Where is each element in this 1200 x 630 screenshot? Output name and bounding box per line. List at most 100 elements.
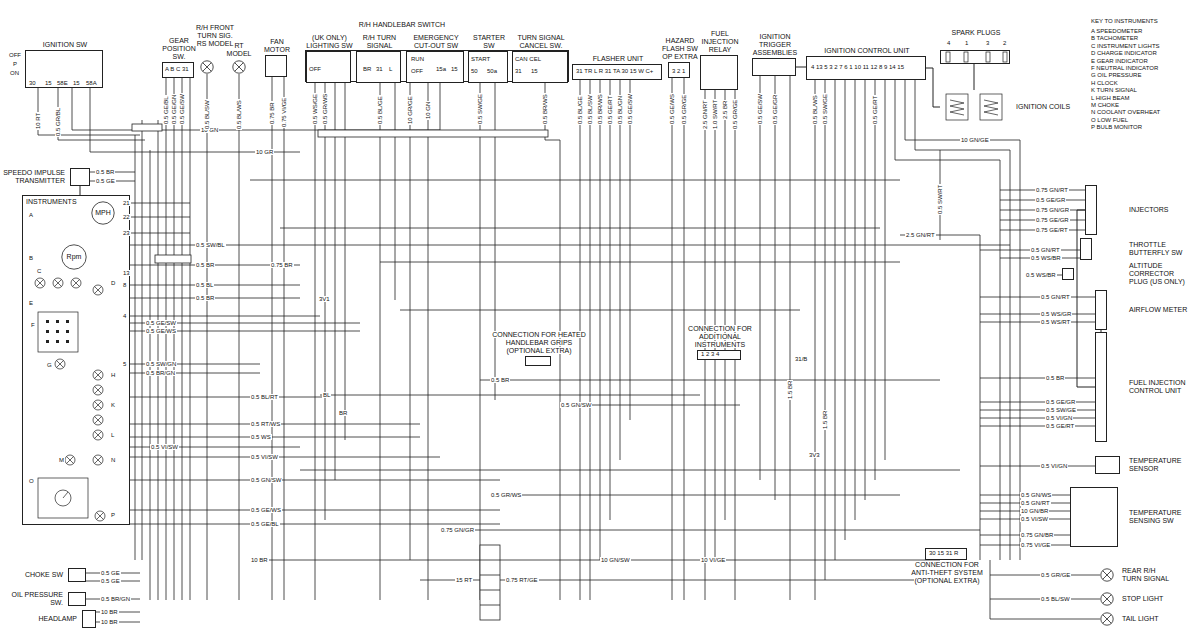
component-connector: FUEL INJECTION RELAY <box>700 55 738 90</box>
component-connector: CONNECTION FOR HEATED HANDLEBAR GRIPS (O… <box>525 356 551 366</box>
bulb-outline <box>1100 612 1114 626</box>
wire-label: P BULB MONITOR <box>1090 124 1143 130</box>
wire-label: 21 <box>122 200 131 206</box>
wire-label: 0.75 BR <box>269 101 275 125</box>
wire-label: RUN <box>410 56 425 62</box>
bulb-symbol: REAR R/H TURN SIGNAL <box>1100 568 1114 582</box>
wire-label: B TACHOMETER <box>1090 35 1139 41</box>
wire-label: 58A <box>85 80 98 86</box>
component-name: INSTRUMENTS <box>26 198 77 205</box>
heading-slot: STOP LIGHT <box>1122 595 1163 603</box>
bulb-symbol: R/H FRONT TURN SIG. RS MODEL <box>200 60 214 74</box>
bulb-symbol: RT MODEL <box>232 60 246 74</box>
component-name: IGNITION CONTROL UNIT <box>824 47 909 54</box>
component-name: TEMPERATURE SENSOR <box>1129 457 1181 472</box>
heading-slot: GEAR POSITION SW. <box>161 37 197 61</box>
component-name: AIRFLOW METER <box>1129 306 1187 313</box>
wire-label: 0.5 GE <box>100 570 121 576</box>
wire-label: N COOLANT OVERHEAT <box>1090 109 1161 115</box>
wire-connector <box>926 68 940 107</box>
component-name: THROTTLE BUTTERFLY SW <box>1129 241 1182 256</box>
bulb-outline <box>1100 568 1114 582</box>
wire-label: 1.0 SW/RT <box>712 99 718 130</box>
wire-label: 10 GN/SW <box>600 557 631 563</box>
component-name: HAZARD FLASH SW OP EXTRA <box>662 37 698 60</box>
component-connector: FUEL INJECTION CONTROL UNIT <box>1095 332 1107 442</box>
bulb-symbol: STOP LIGHT <box>1100 592 1114 606</box>
wire-label: 0.5 GE/SW <box>179 93 185 125</box>
wire-label: 15 <box>72 80 81 86</box>
wire-label: 0.75 GE/RT <box>1035 227 1069 233</box>
component-name: R/H TURN SIGNAL <box>363 34 396 49</box>
wire-label: 0.5 WS/RT <box>1040 319 1071 325</box>
wire-label: 0.5 GE/WS <box>669 93 675 125</box>
wire-label: L <box>388 66 393 72</box>
component-connector: AIRFLOW METER <box>1095 290 1107 330</box>
wire-label: A <box>28 212 34 218</box>
outline-circle <box>1101 613 1113 625</box>
wire-label: 0.5 BR/GN <box>145 370 176 376</box>
wire-label: D <box>110 280 116 286</box>
component-name: FUEL INJECTION CONTROL UNIT <box>1129 379 1186 394</box>
wire-label: P <box>12 61 18 67</box>
component-connector: FAN MOTOR <box>265 55 287 77</box>
wire-label: G <box>46 362 53 368</box>
wire-label: 10 GR <box>255 149 274 155</box>
wire-label: 0.5 GN/RT <box>1030 247 1061 253</box>
component-name: IGNITION TRIGGER ASSEMBLIES <box>753 33 797 56</box>
wire-label: KEY TO INSTRUMENTS <box>1090 18 1159 24</box>
wire-label: 0.5 BL/SW <box>587 94 593 125</box>
heading-slot: IGNITION TRIGGER ASSEMBLIES <box>750 33 800 57</box>
component-name: OIL PRESSURE SW. <box>12 591 63 606</box>
wire-label: 0.5 SW/GE <box>822 93 828 125</box>
wire-label: OFF <box>8 52 22 58</box>
wire-label: 0.5 BL/WS <box>236 99 242 130</box>
outline-circle <box>92 202 114 224</box>
heading-slot: TURN SIGNAL CANCEL SW. <box>514 34 568 50</box>
outline-circle <box>233 61 245 73</box>
wire-label: 0.5 BL/GE <box>577 95 583 125</box>
wire-label: 10 GN/GE <box>960 137 990 143</box>
bulb-cross <box>1103 571 1112 580</box>
wire-label: 0.75 VI/GE <box>281 97 287 128</box>
component-name: RT MODEL <box>227 42 252 57</box>
component-connector: CHOKE SW <box>68 568 86 582</box>
wire-label: 0.5 GN/SW <box>250 477 282 483</box>
outline-circle <box>201 61 213 73</box>
wire-label: 15 <box>450 66 459 72</box>
wire-label: BL <box>322 392 331 398</box>
wire-label: 10 GN/BR <box>1020 508 1049 514</box>
wire-label: M <box>58 457 65 463</box>
wire-label: 0.5 GN/RT <box>1020 500 1051 506</box>
component-name: HEADLAMP <box>38 615 77 622</box>
bulb-outline <box>232 60 246 74</box>
wire-label: F NEUTRAL INDICATOR <box>1090 65 1159 71</box>
spark-plug-symbols <box>946 52 1007 62</box>
wire-label: 0.5 SW/GE <box>477 93 483 125</box>
component-name: STARTER SW <box>473 34 505 49</box>
wire-label: 15a <box>435 66 447 72</box>
component-name: (UK ONLY) LIGHTING SW <box>306 34 352 49</box>
bulb-symbol: TAIL LIGHT <box>1100 612 1114 626</box>
component-name: TURN SIGNAL CANCEL SW. <box>517 34 564 49</box>
wire-label: 0.5 GE/WS <box>145 328 177 334</box>
heading-slot: IGNITION COILS <box>1016 103 1070 111</box>
wire-label: 0.5 WS/BR <box>1030 255 1062 261</box>
wire-label: 0.75 GN/GR <box>1035 207 1070 213</box>
wire-label: 15 <box>530 68 539 74</box>
outline-circle <box>1101 569 1113 581</box>
component-name: TAIL LIGHT <box>1122 615 1159 622</box>
wire-label: 4 13 5 3 2 7 6 1 10 11 12 8 9 14 15 <box>810 64 905 70</box>
wire-label: 2.5 GN/RT <box>905 232 936 238</box>
wire-label: 0.5 GE/BL <box>250 521 280 527</box>
heading-slot: IGNITION CONTROL UNIT <box>812 47 922 55</box>
heading-slot: TAIL LIGHT <box>1122 615 1159 623</box>
wire-label: 0.5 GE/SW <box>757 93 763 125</box>
bulb-cross <box>1103 615 1112 624</box>
wire-label: 58E <box>56 80 69 86</box>
heading-slot: SPEEDO IMPULSE TRANSMITTER <box>3 169 65 185</box>
component-name: MPH <box>95 209 111 216</box>
wire-label: L HIGH BEAM <box>1090 95 1130 101</box>
heading-slot: SPARK PLUGS <box>946 29 1006 37</box>
wire-label: 2.5 BR <box>722 100 728 120</box>
